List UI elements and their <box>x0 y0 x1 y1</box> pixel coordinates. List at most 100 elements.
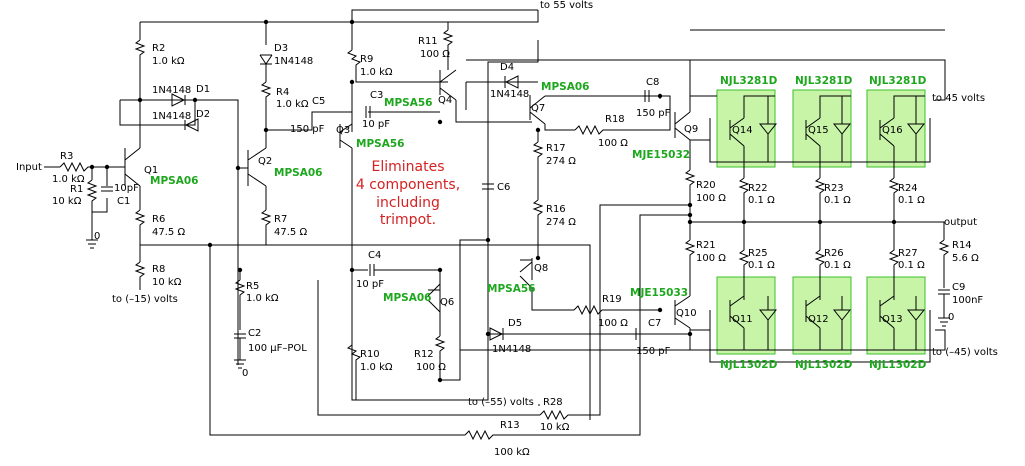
value-D2: 1N4148 <box>152 111 191 122</box>
label-to-minus15: to (–15) volts <box>112 294 178 305</box>
label-R22: R22 <box>748 183 768 194</box>
part-Q6: MPSA06 <box>383 292 431 304</box>
value-R17: 274 Ω <box>546 156 576 167</box>
label-Q2: Q2 <box>258 156 272 167</box>
value-R5: 1.0 kΩ <box>246 293 279 304</box>
value-R10: 1.0 kΩ <box>360 362 393 373</box>
label-R13: R13 <box>500 420 520 431</box>
part-Q4: MPSA56 <box>384 97 432 109</box>
label-Q14: Q14 <box>732 125 753 136</box>
annotation-line-4: trimpot. <box>380 212 436 228</box>
value-C9: 100nF <box>952 295 983 306</box>
label-input: Input <box>16 162 42 173</box>
value-R19: 100 Ω <box>598 318 628 329</box>
label-R19: R19 <box>602 294 622 305</box>
label-R3: R3 <box>60 151 73 162</box>
label-D5: D5 <box>508 318 522 329</box>
value-R14: 5.6 Ω <box>952 253 979 264</box>
value-R28: 10 kΩ <box>540 422 570 433</box>
part-Q1: MPSA06 <box>150 175 198 187</box>
label-R23: R23 <box>824 183 844 194</box>
label-C7: C7 <box>648 318 661 329</box>
value-C7: 150 pF <box>636 346 671 357</box>
value-C1: 10pF <box>114 183 139 194</box>
label-C5: C5 <box>312 96 325 107</box>
value-R8: 10 kΩ <box>152 277 182 288</box>
label-R28: R28 <box>543 397 563 408</box>
value-C3: 10 pF <box>362 119 390 130</box>
label-D4: D4 <box>500 62 514 73</box>
part-Q10: MJE15033 <box>630 287 688 299</box>
value-R12: 100 Ω <box>416 362 446 373</box>
label-D1: D1 <box>196 84 210 95</box>
junction-dots <box>89 19 897 383</box>
part-Q3: MPSA56 <box>356 138 404 150</box>
label-to-minus45: to (–45) volts <box>932 347 998 358</box>
part-Q16: NJL3281D <box>869 75 927 87</box>
label-D2: D2 <box>196 109 210 120</box>
label-R25: R25 <box>748 248 768 259</box>
label-C9: C9 <box>952 282 965 293</box>
value-R24: 0.1 Ω <box>898 195 925 206</box>
label-R11: R11 <box>418 36 438 47</box>
label-ground-c9: 0 <box>948 312 954 323</box>
value-D5: 1N4148 <box>492 344 531 355</box>
label-C4: C4 <box>368 250 381 261</box>
value-R13: 100 kΩ <box>494 447 530 458</box>
value-R9: 1.0 kΩ <box>360 67 393 78</box>
label-R9: R9 <box>360 54 373 65</box>
label-Q1: Q1 <box>144 165 158 176</box>
value-R1: 10 kΩ <box>52 196 82 207</box>
label-Q11: Q11 <box>732 314 753 325</box>
label-R1: R1 <box>70 184 83 195</box>
label-R17: R17 <box>546 143 566 154</box>
value-D1: 1N4148 <box>152 85 191 96</box>
value-R3: 1.0 kΩ <box>52 174 85 185</box>
value-R4: 1.0 kΩ <box>276 99 309 110</box>
label-R26: R26 <box>824 248 844 259</box>
label-Q15: Q15 <box>808 125 829 136</box>
value-R18: 100 Ω <box>598 138 628 149</box>
value-C8: 150 pF <box>636 108 671 119</box>
part-Q2: MPSA06 <box>274 167 322 179</box>
part-Q11: NJL1302D <box>720 359 778 371</box>
value-R27: 0.1 Ω <box>898 260 925 271</box>
label-D3: D3 <box>274 43 288 54</box>
part-Q9: MJE15032 <box>632 149 690 161</box>
label-R27: R27 <box>898 248 918 259</box>
value-R23: 0.1 Ω <box>824 195 851 206</box>
label-Q8: Q8 <box>534 263 548 274</box>
label-Q6: Q6 <box>440 297 454 308</box>
label-to-45-volts: to 45 volts <box>932 93 985 104</box>
label-Q13: Q13 <box>882 314 903 325</box>
label-R2: R2 <box>152 43 165 54</box>
wiring <box>44 22 950 441</box>
value-R21: 100 Ω <box>696 253 726 264</box>
label-C1: C1 <box>117 196 130 207</box>
value-R16: 274 Ω <box>546 217 576 228</box>
label-Q9: Q9 <box>684 124 698 135</box>
output-device-boxes <box>716 89 926 355</box>
label-R10: R10 <box>360 349 380 360</box>
supply-rail-positive-55 <box>140 9 539 23</box>
label-C8: C8 <box>646 77 659 88</box>
value-C5: 150 pF <box>290 124 325 135</box>
label-R14: R14 <box>952 240 972 251</box>
value-D3: 1N4148 <box>274 56 313 67</box>
label-R16: R16 <box>546 204 566 215</box>
value-C2: 100 μF–POL <box>248 343 307 354</box>
value-R2: 1.0 kΩ <box>152 56 185 67</box>
value-R11: 100 Ω <box>420 49 450 60</box>
label-output: output <box>944 217 977 228</box>
part-Q15: NJL3281D <box>795 75 853 87</box>
label-Q10: Q10 <box>676 308 697 319</box>
value-R25: 0.1 Ω <box>748 260 775 271</box>
label-ground-0: 0 <box>94 231 100 242</box>
label-Q3: Q3 <box>336 125 350 136</box>
value-R22: 0.1 Ω <box>748 195 775 206</box>
label-R18: R18 <box>605 114 625 125</box>
value-D4: 1N4148 <box>490 89 529 100</box>
label-to-minus55: to (–55) volts <box>468 397 534 408</box>
label-Q12: Q12 <box>808 314 829 325</box>
label-R8: R8 <box>152 264 165 275</box>
